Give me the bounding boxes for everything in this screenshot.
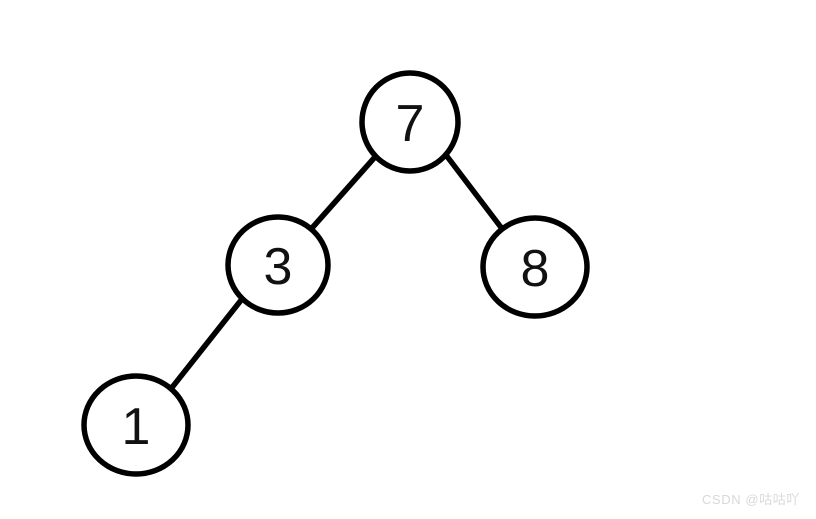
node-label: 7 bbox=[396, 95, 425, 153]
node-circle[interactable] bbox=[359, 70, 461, 174]
node-label: 3 bbox=[264, 238, 293, 296]
tree-node-right-child[interactable]: 8 bbox=[480, 215, 590, 319]
tree-node-root[interactable]: 7 bbox=[359, 70, 461, 174]
node-circle[interactable] bbox=[81, 373, 191, 477]
node-circle[interactable] bbox=[480, 215, 590, 319]
csdn-watermark: CSDN @咕咕吖 bbox=[701, 492, 800, 507]
node-label: 8 bbox=[521, 240, 550, 298]
tree-node-left-child[interactable]: 3 bbox=[225, 214, 331, 316]
edge-3-to-1 bbox=[167, 296, 245, 393]
edge-7-to-8 bbox=[443, 152, 506, 233]
tree-node-left-grandchild[interactable]: 1 bbox=[81, 373, 191, 477]
edge-7-to-3 bbox=[309, 154, 378, 231]
node-label: 1 bbox=[122, 398, 151, 456]
edge-group bbox=[167, 152, 506, 393]
node-circle[interactable] bbox=[225, 214, 331, 316]
